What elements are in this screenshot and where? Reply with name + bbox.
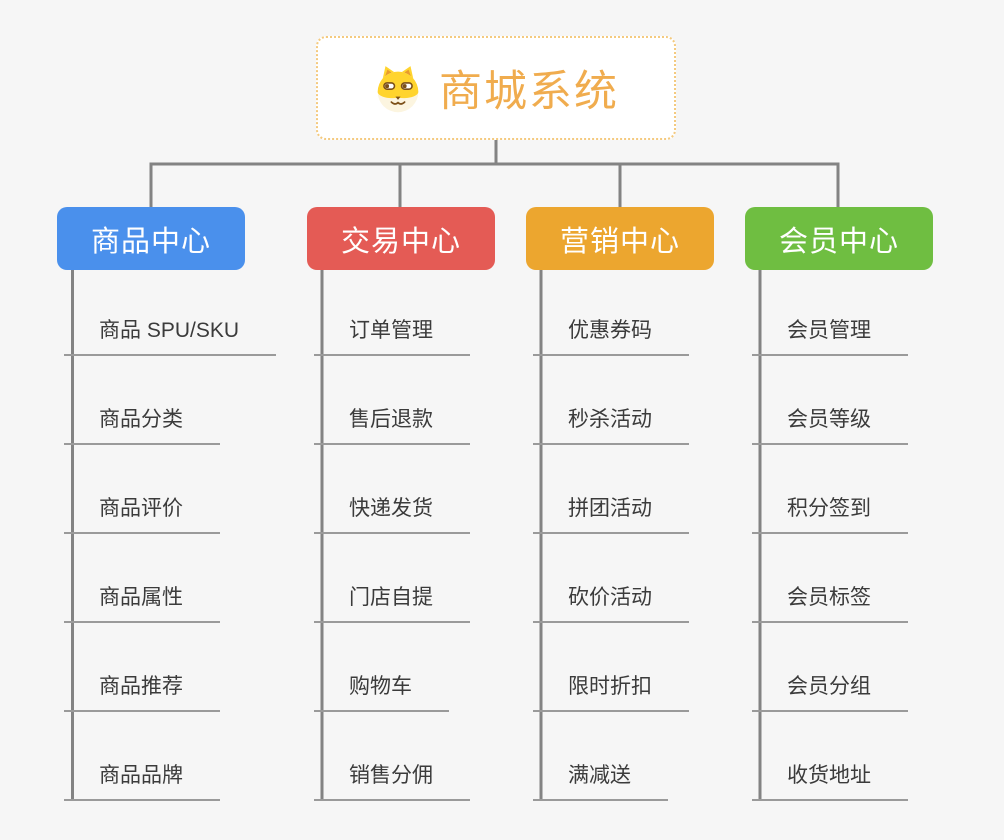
branch-node-trade-center[interactable]: 交易中心 [307, 207, 495, 270]
leaf-node[interactable]: 售后退款 [314, 405, 470, 445]
leaf-node[interactable]: 会员等级 [752, 405, 908, 445]
root-title: 商城系统 [439, 68, 619, 116]
leaf-node[interactable]: 砍价活动 [533, 583, 689, 623]
leaf-node[interactable]: 商品品牌 [64, 761, 220, 801]
shiba-dog-icon [373, 63, 423, 113]
leaf-node[interactable]: 会员分组 [752, 672, 908, 712]
leaf-node[interactable]: 收货地址 [752, 761, 908, 801]
leaf-node[interactable]: 优惠券码 [533, 316, 689, 356]
leaf-node[interactable]: 商品属性 [64, 583, 220, 623]
leaf-node[interactable]: 积分签到 [752, 494, 908, 534]
leaf-node[interactable]: 快递发货 [314, 494, 470, 534]
leaf-node[interactable]: 商品评价 [64, 494, 220, 534]
leaf-node[interactable]: 商品 SPU/SKU [64, 316, 277, 356]
leaf-node[interactable]: 限时折扣 [533, 672, 689, 712]
branch-node-product-center[interactable]: 商品中心 [57, 207, 245, 270]
leaf-node[interactable]: 门店自提 [314, 583, 470, 623]
branch-node-member-center[interactable]: 会员中心 [745, 207, 933, 270]
leaf-node[interactable]: 秒杀活动 [533, 405, 689, 445]
leaf-node[interactable]: 订单管理 [314, 316, 470, 356]
root-node[interactable]: 商城系统 [316, 36, 676, 140]
leaf-node[interactable]: 销售分佣 [314, 761, 470, 801]
leaf-node[interactable]: 会员管理 [752, 316, 908, 356]
leaf-node[interactable]: 购物车 [314, 672, 449, 712]
branch-node-marketing-center[interactable]: 营销中心 [526, 207, 714, 270]
leaf-node[interactable]: 商品分类 [64, 405, 220, 445]
leaf-node[interactable]: 会员标签 [752, 583, 908, 623]
leaf-node[interactable]: 拼团活动 [533, 494, 689, 534]
leaf-node[interactable]: 商品推荐 [64, 672, 220, 712]
leaf-node[interactable]: 满减送 [533, 761, 668, 801]
